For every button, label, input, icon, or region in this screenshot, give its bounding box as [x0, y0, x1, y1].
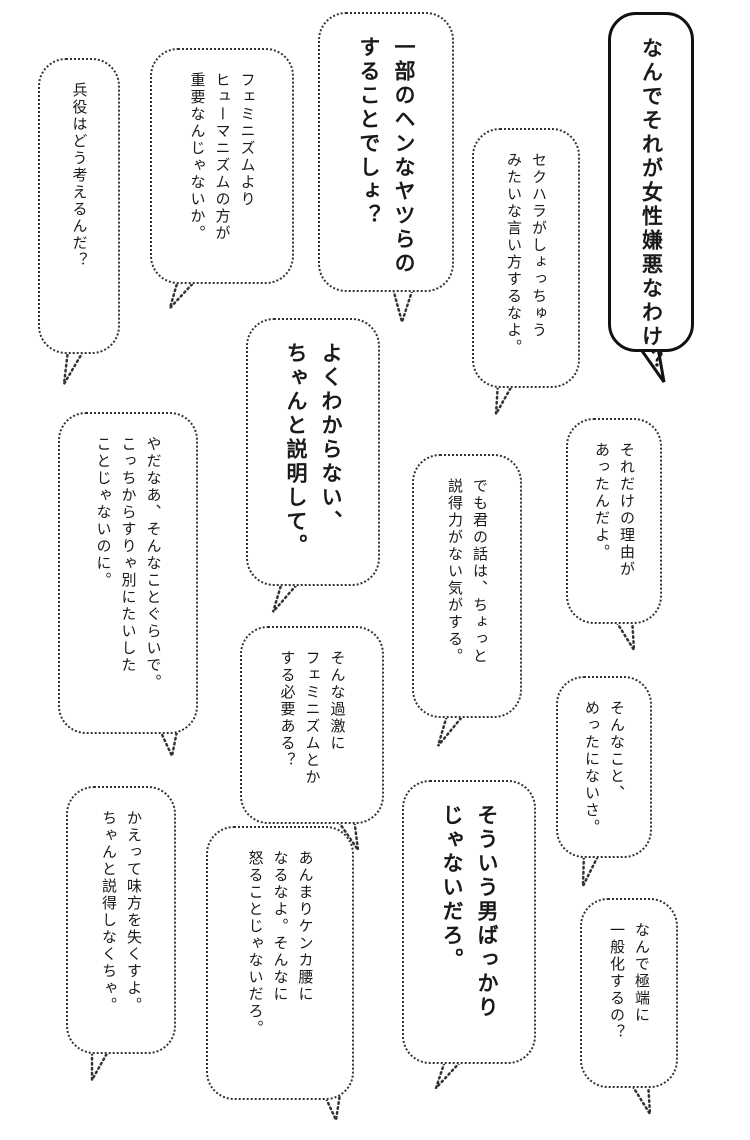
bubble-line: あんまりケンカ腰に — [296, 850, 315, 1003]
bubble-line: 説得力がない気がする。 — [446, 478, 464, 665]
speech-bubble-minority: 一部のヘンなヤツらの することでしょ？ — [318, 12, 454, 292]
tail-humanism — [168, 278, 199, 309]
bubble-line: ちゃんと説明して。 — [284, 342, 308, 558]
bubble-line: じゃないだろ。 — [440, 804, 464, 972]
bubble-line: 一部のヘンなヤツらの — [392, 36, 416, 276]
speech-bubble-explain: よくわからない、 ちゃんと説明して。 — [246, 318, 380, 586]
tail-military — [62, 348, 87, 385]
bubble-line: なんでそれが女性嫌悪なわけ？ — [639, 37, 664, 373]
speech-bubble-rarely: そんなこと、 めったにないさ。 — [556, 676, 652, 858]
bubble-line: でも君の話は、ちょっと — [471, 478, 489, 665]
bubble-line: あったんだよ。 — [593, 442, 611, 561]
speech-bubble-extreme: そんな過激に フェミニズムとか する必要ある？ — [240, 626, 384, 824]
speech-bubble-angry: あんまりケンカ腰に なるなよ。そんなに 怒ることじゃないだろ。 — [206, 826, 354, 1100]
speech-bubble-allies: かえって味方を失くすよ。 ちゃんと説得しなくちゃ。 — [66, 786, 176, 1054]
speech-bubble-trivial: やだなあ、そんなことぐらいで。 こっちからすりゃ別にたいした ことじゃないのに。 — [58, 412, 198, 734]
bubble-line: フェミニズムとか — [303, 650, 322, 786]
bubble-line: そんなこと、 — [608, 700, 626, 802]
bubble-line: ちゃんと説得しなくちゃ。 — [100, 810, 118, 1014]
bubble-line: 兵役はどう考えるんだ？ — [70, 82, 89, 269]
bubble-line: みたいな言い方するなよ。 — [505, 152, 523, 356]
bubble-line: よくわからない、 — [319, 342, 343, 534]
speech-bubble-military: 兵役はどう考えるんだ？ — [38, 58, 120, 354]
bubble-line: やだなあ、そんなことぐらいで。 — [144, 436, 163, 691]
bubble-line: ことじゃないのに。 — [94, 436, 113, 589]
bubble-line: 一般化するの？ — [608, 922, 626, 1041]
tail-minority — [390, 283, 416, 327]
speech-bubble-humanism: フェミニズムより ヒューマニズムの方が 重要なんじゃないか。 — [150, 48, 294, 284]
bubble-line: フェミニズムより — [238, 72, 257, 208]
tail-explain — [271, 580, 302, 613]
bubble-line: する必要ある？ — [278, 650, 297, 769]
bubble-line: することでしょ？ — [357, 36, 381, 228]
bubble-line: 怒ることじゃないだろ。 — [246, 850, 265, 1037]
bubble-line: かえって味方を失くすよ。 — [125, 810, 143, 1014]
bubble-line: それだけの理由が — [618, 442, 636, 578]
speech-bubble-generalize: なんで極端に 一般化するの？ — [580, 898, 678, 1088]
bubble-line: めったにないさ。 — [583, 700, 601, 836]
speech-bubble-misogyny: なんでそれが女性嫌悪なわけ？ — [608, 12, 694, 373]
bubble-line: なるなよ。そんなに — [271, 850, 290, 1003]
bubble-line: なんで極端に — [633, 922, 651, 1024]
bubble-line: 重要なんじゃないか。 — [188, 72, 207, 242]
bubble-line: そんな過激に — [328, 650, 347, 752]
bubble-line: セクハラがしょっちゅう — [530, 152, 548, 339]
speech-bubble-not-all-men: そういう男ばっかり じゃないだろ。 — [402, 780, 536, 1064]
tail-persuasive — [436, 710, 469, 747]
bubble-line: ヒューマニズムの方が — [213, 72, 232, 242]
speech-bubble-harassment: セクハラがしょっちゅう みたいな言い方するなよ。 — [472, 128, 580, 388]
bubble-line: そういう男ばっかり — [475, 804, 499, 1020]
speech-bubble-persuasive: でも君の話は、ちょっと 説得力がない気がする。 — [412, 454, 522, 718]
bubble-line: こっちからすりゃ別にたいした — [119, 436, 138, 674]
tail-angry — [322, 1092, 342, 1125]
speech-bubble-reason: それだけの理由が あったんだよ。 — [566, 418, 662, 624]
